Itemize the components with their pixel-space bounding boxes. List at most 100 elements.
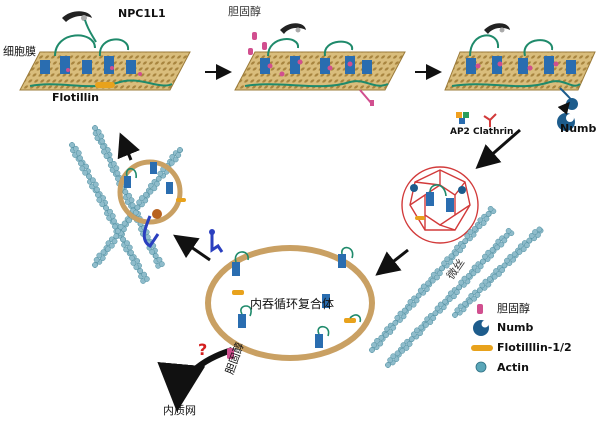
actin-bead (462, 238, 469, 244)
actin-bead (503, 232, 510, 239)
arrow-3 (475, 128, 521, 169)
actin-bead (137, 268, 144, 274)
actin-bead (154, 180, 160, 187)
actin-bead (417, 287, 424, 294)
actin-bead (124, 240, 130, 246)
actin-bead (385, 362, 391, 368)
actin-bead (134, 204, 141, 211)
actin-bead (474, 292, 481, 298)
actin-bead (111, 160, 117, 167)
numb-label: Numb (560, 122, 597, 135)
membrane-panel-2 (234, 23, 406, 106)
actin-bead (132, 209, 139, 216)
actin-bead (374, 337, 380, 344)
actin-bead (479, 282, 485, 289)
actin-bead (429, 277, 436, 284)
membrane-panel-3 (444, 23, 596, 110)
actin-bead (99, 201, 106, 208)
npc1l1-head-icon (62, 11, 92, 22)
actin-bead (437, 301, 444, 308)
legend-cholesterol-label: 胆固醇 (497, 302, 530, 315)
actin-filament-right (369, 205, 544, 368)
actin-bead (458, 279, 465, 286)
actin-bead (111, 238, 118, 245)
npc1l1-label: NPC1L1 (118, 7, 166, 20)
actin-bead (479, 258, 486, 265)
actin-bead (159, 261, 165, 267)
actin-bead (90, 177, 96, 184)
actin-bead (143, 191, 149, 198)
actin-bead (470, 270, 477, 277)
actin-bead (401, 307, 408, 314)
actin-bead (139, 195, 145, 201)
actin-bead (476, 223, 483, 230)
clathrin-cage (401, 166, 479, 244)
actin-bead (467, 229, 474, 235)
actin-bead (464, 233, 471, 239)
actin-bead (371, 342, 377, 348)
actin-bead (434, 274, 440, 281)
actin-bead (485, 210, 492, 217)
actin-bead (126, 217, 133, 224)
actin-bead (462, 300, 468, 307)
actin-bead (408, 336, 415, 342)
actin-bead (528, 232, 535, 239)
actin-bead (390, 353, 397, 360)
actin-bead (117, 223, 124, 230)
actin-bead (526, 237, 533, 244)
actin-bead (103, 205, 109, 211)
actin-bead (96, 197, 103, 203)
actin-bead (418, 324, 425, 331)
actin-bead (136, 199, 142, 206)
membrane-panel-1 (19, 11, 191, 91)
actin-bead (92, 181, 99, 188)
actin-bead (387, 329, 394, 335)
actin-bead (92, 262, 98, 268)
actin-bead (501, 237, 508, 244)
actin-bead (480, 220, 487, 226)
actin-bead (456, 284, 462, 291)
actin-bead (77, 155, 83, 161)
actin-bead (476, 287, 483, 294)
endocytic-complex (205, 245, 375, 361)
actin-bead (95, 192, 101, 198)
actin-bead (425, 280, 431, 287)
actin-bead (410, 331, 417, 338)
actin-bead (394, 350, 401, 357)
actin-bead (75, 150, 82, 156)
actin-bead (394, 314, 401, 321)
actin-bead (93, 257, 100, 263)
actin-bead (121, 220, 128, 227)
actin-bead (460, 243, 467, 249)
cell-membrane-label: 细胞膜 (3, 45, 36, 58)
ap2-label: AP2 (450, 127, 470, 137)
legend-flotillin-icon (471, 345, 493, 351)
legend-actin-icon (475, 361, 487, 373)
endocytic-complex-label: 内吞循环复合体 (250, 297, 335, 311)
actin-bead (383, 332, 389, 338)
actin-bead (474, 267, 481, 274)
actin-bead (415, 292, 422, 299)
actin-bead (430, 315, 437, 321)
actin-bead (442, 298, 448, 305)
actin-bead (172, 156, 179, 163)
actin-bead (410, 301, 417, 308)
actin-bead (175, 152, 182, 158)
cage-content (410, 184, 466, 220)
actin-bead (448, 253, 455, 259)
actin-bead (520, 246, 527, 253)
legend-cholesterol-icon (477, 304, 483, 314)
actin-bead (73, 145, 79, 152)
actin-bead (112, 223, 118, 230)
question-mark: ? (198, 340, 208, 359)
actin-bead (471, 226, 478, 232)
actin-bead (498, 241, 505, 248)
actin-bead (486, 276, 493, 282)
actin-bead (120, 236, 127, 243)
legend-numb-label: Numb (497, 321, 534, 334)
actin-bead (432, 310, 439, 317)
flotillin-marker-1 (95, 82, 115, 88)
actin-bead (483, 215, 490, 222)
actin-bead (516, 249, 523, 255)
actin-bead (103, 153, 110, 159)
